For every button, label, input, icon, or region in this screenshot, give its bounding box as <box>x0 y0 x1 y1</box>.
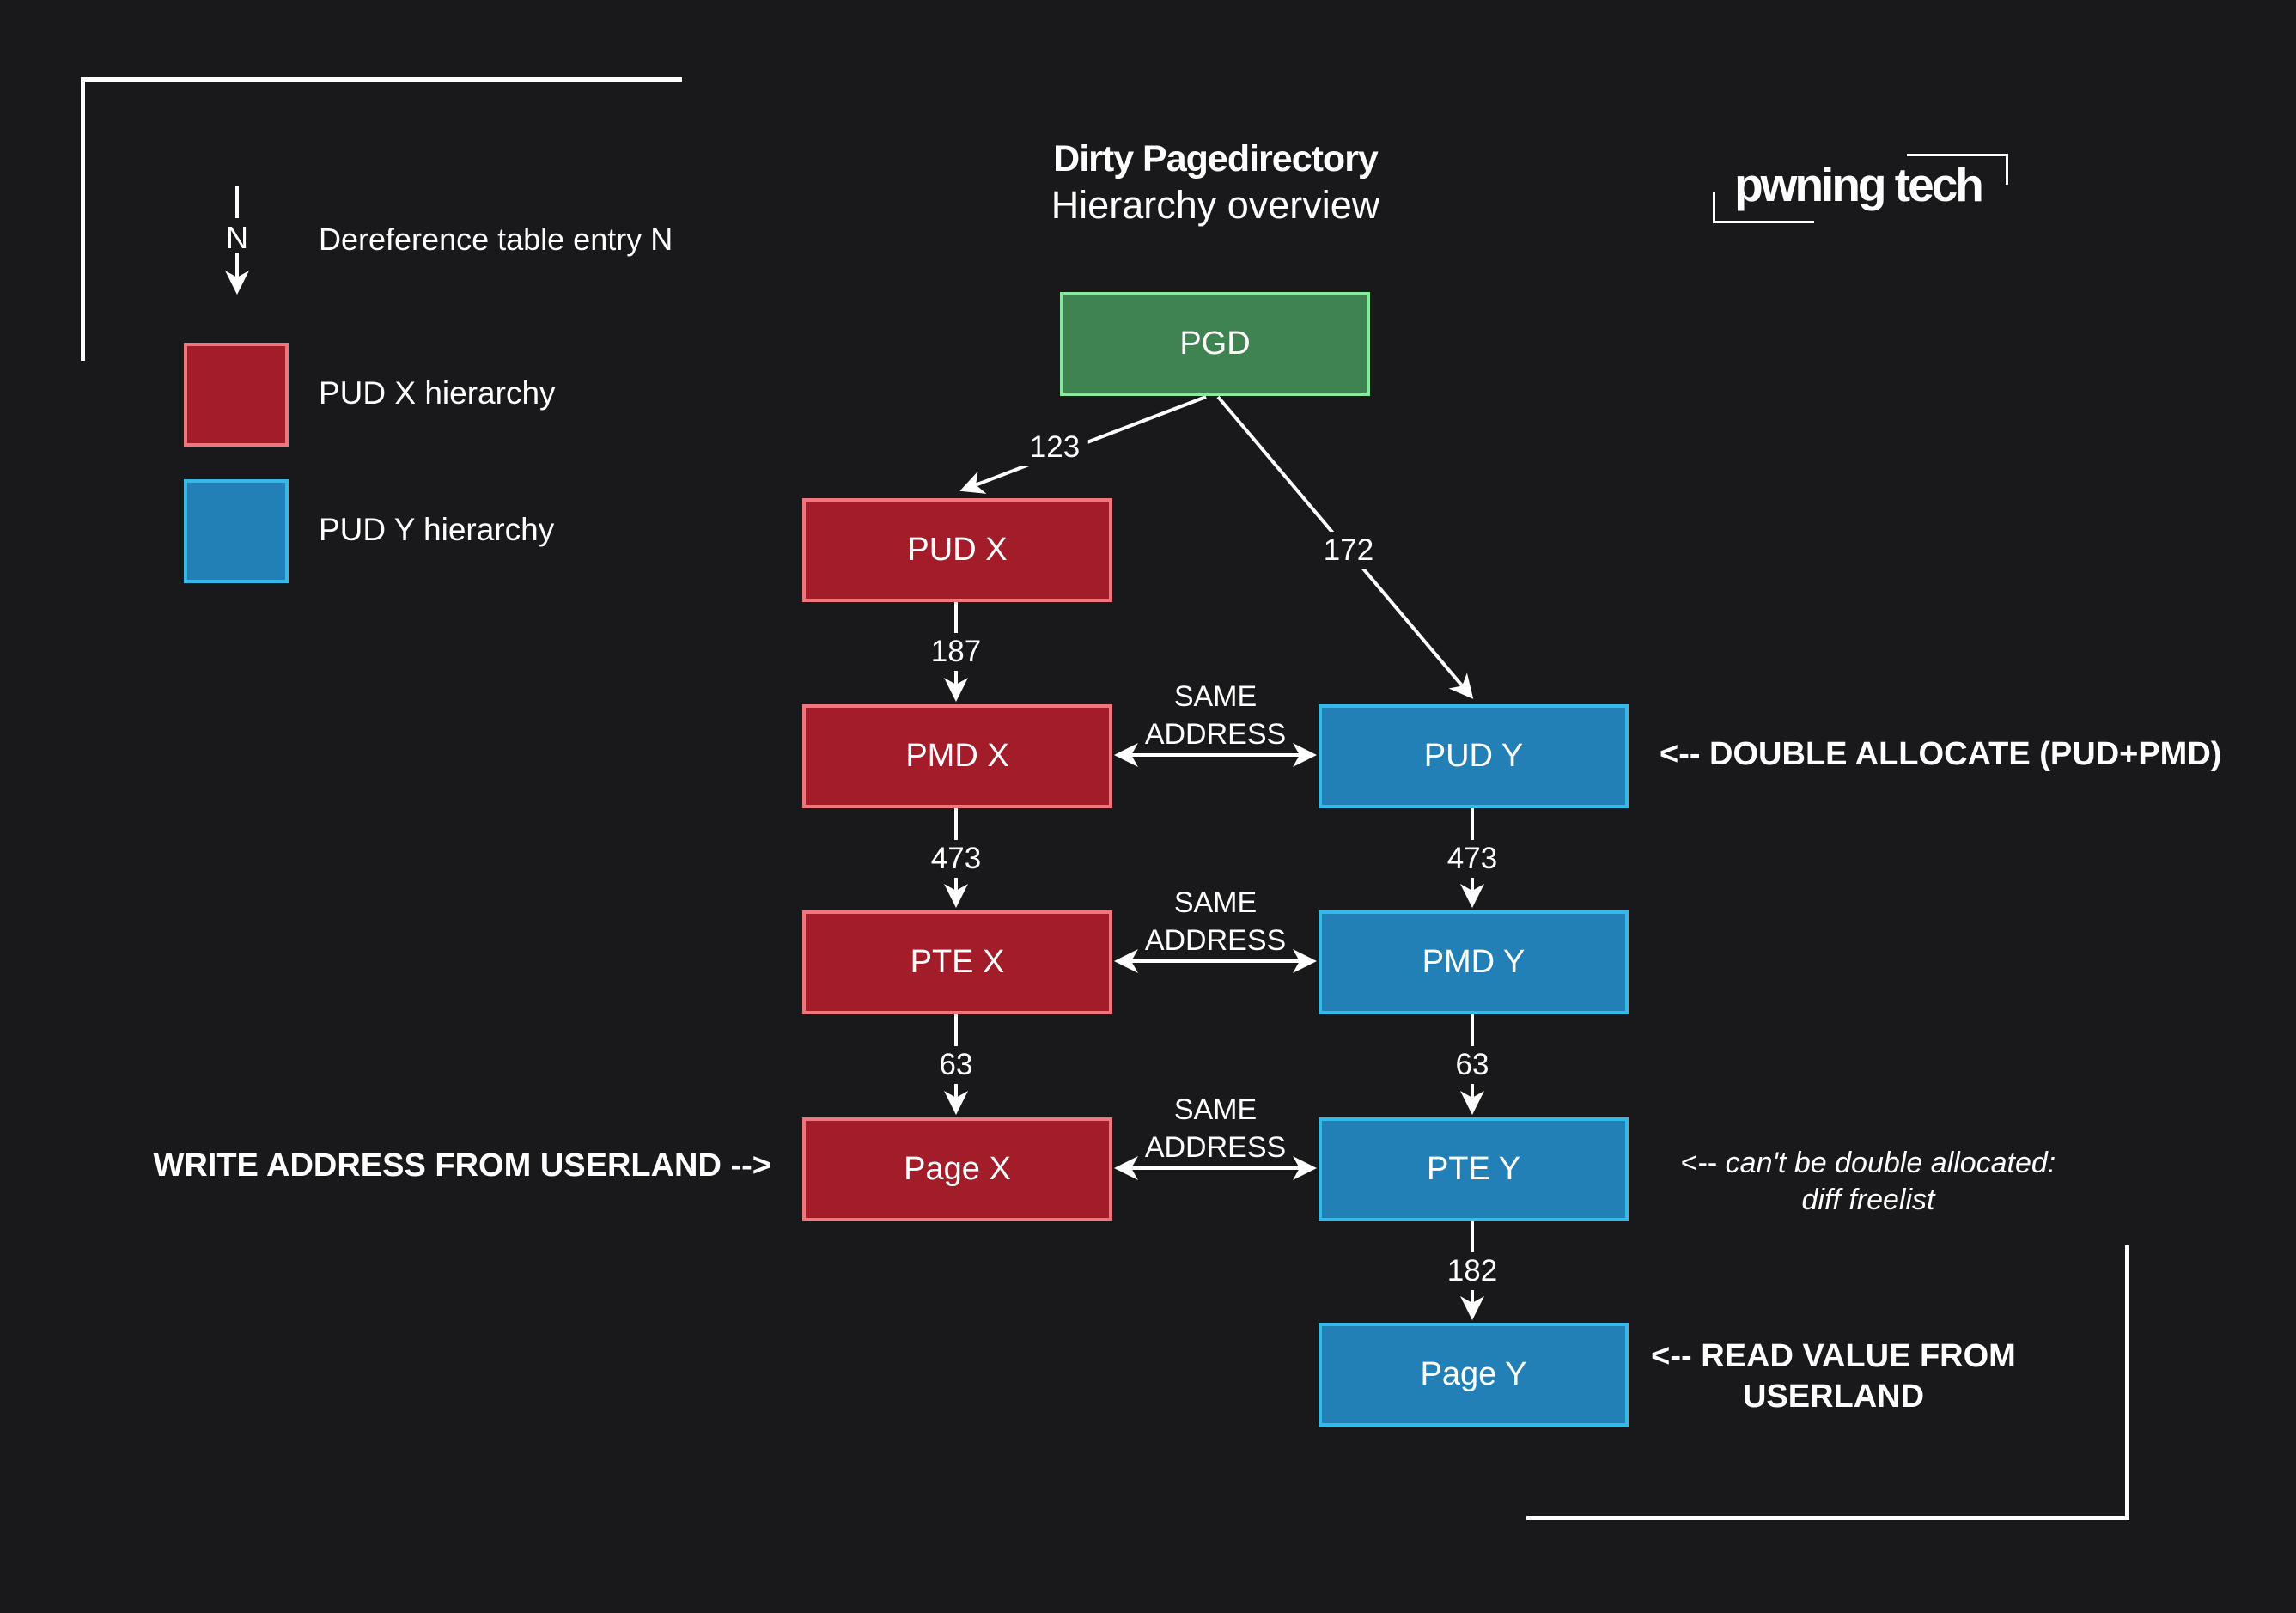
node-pte-x: PTE X <box>802 910 1112 1014</box>
annotation-cant-line1: <-- can't be double allocated: <box>1680 1147 2056 1179</box>
top-left-bracket-vertical <box>81 77 85 361</box>
legend-label-pud-y: PUD Y hierarchy <box>319 512 555 547</box>
logo-bracket-bottom-horizontal <box>1713 221 1814 223</box>
same-address-label-1: SAME ADDRESS <box>1145 678 1286 753</box>
page-title: Dirty Pagedirectory <box>1053 138 1379 180</box>
legend-label-pud-x: PUD X hierarchy <box>319 375 556 411</box>
node-page-y: Page Y <box>1319 1323 1629 1427</box>
annotation-double-allocate: <-- DOUBLE ALLOCATE (PUD+PMD) <box>1660 736 2222 772</box>
same-address-line2: ADDRESS <box>1144 1131 1287 1164</box>
same-address-label-2: SAME ADDRESS <box>1145 884 1286 959</box>
annotation-write-address: WRITE ADDRESS FROM USERLAND --> <box>153 1147 771 1184</box>
same-address-line1: SAME <box>1173 886 1258 919</box>
same-address-line2: ADDRESS <box>1144 718 1287 751</box>
logo-bracket-bottom-vertical <box>1713 192 1715 223</box>
node-pte-y: PTE Y <box>1319 1117 1629 1221</box>
left-arrow-glyph: <-- <box>1680 1147 1718 1179</box>
same-address-line1: SAME <box>1173 1093 1258 1126</box>
same-address-label-3: SAME ADDRESS <box>1145 1091 1286 1166</box>
page-title-block: Dirty Pagedirectory Hierarchy overview <box>872 137 1559 230</box>
legend-swatch-pud-y <box>184 479 289 583</box>
edge-label-473-x: 473 <box>922 840 990 878</box>
logo-bracket-top-horizontal <box>1907 154 2008 156</box>
same-address-line2: ADDRESS <box>1144 924 1287 957</box>
annotation-read-line1: <-- READ VALUE FROM <box>1651 1338 2016 1374</box>
legend-swatch-pud-x <box>184 343 289 447</box>
edge-label-182: 182 <box>1438 1252 1507 1290</box>
edge-label-187: 187 <box>922 633 990 671</box>
node-pmd-y: PMD Y <box>1319 910 1629 1014</box>
edge-label-473-y: 473 <box>1438 840 1507 878</box>
node-pud-y: PUD Y <box>1319 704 1629 808</box>
edge-label-123: 123 <box>1020 429 1089 466</box>
top-left-bracket-horizontal <box>81 77 682 82</box>
edge-label-63-y: 63 <box>1446 1046 1498 1084</box>
same-address-line1: SAME <box>1173 680 1258 713</box>
annotation-cant-double-allocate: <-- can't be double allocated: diff free… <box>1649 1145 2087 1219</box>
node-page-x: Page X <box>802 1117 1112 1221</box>
edge-label-172: 172 <box>1314 532 1383 569</box>
node-pud-x: PUD X <box>802 498 1112 602</box>
annotation-read-line2: USERLAND <box>1742 1379 1925 1415</box>
annotation-read-value: <-- READ VALUE FROM USERLAND <box>1634 1336 2033 1417</box>
node-pgd: PGD <box>1060 292 1370 396</box>
node-pmd-x: PMD X <box>802 704 1112 808</box>
legend-n-label: N <box>226 220 248 255</box>
logo-bracket-top-vertical <box>2006 154 2008 185</box>
legend-caption: Dereference table entry N <box>319 222 673 257</box>
annotation-cant-line2: diff freelist <box>1801 1184 1935 1216</box>
edge-label-63-x: 63 <box>930 1046 982 1084</box>
page-subtitle: Hierarchy overview <box>1051 183 1380 227</box>
bottom-right-bracket-vertical <box>2125 1245 2129 1520</box>
bottom-right-bracket-horizontal <box>1526 1516 2129 1520</box>
pwning-tech-logo: pwning tech <box>1734 158 1984 211</box>
